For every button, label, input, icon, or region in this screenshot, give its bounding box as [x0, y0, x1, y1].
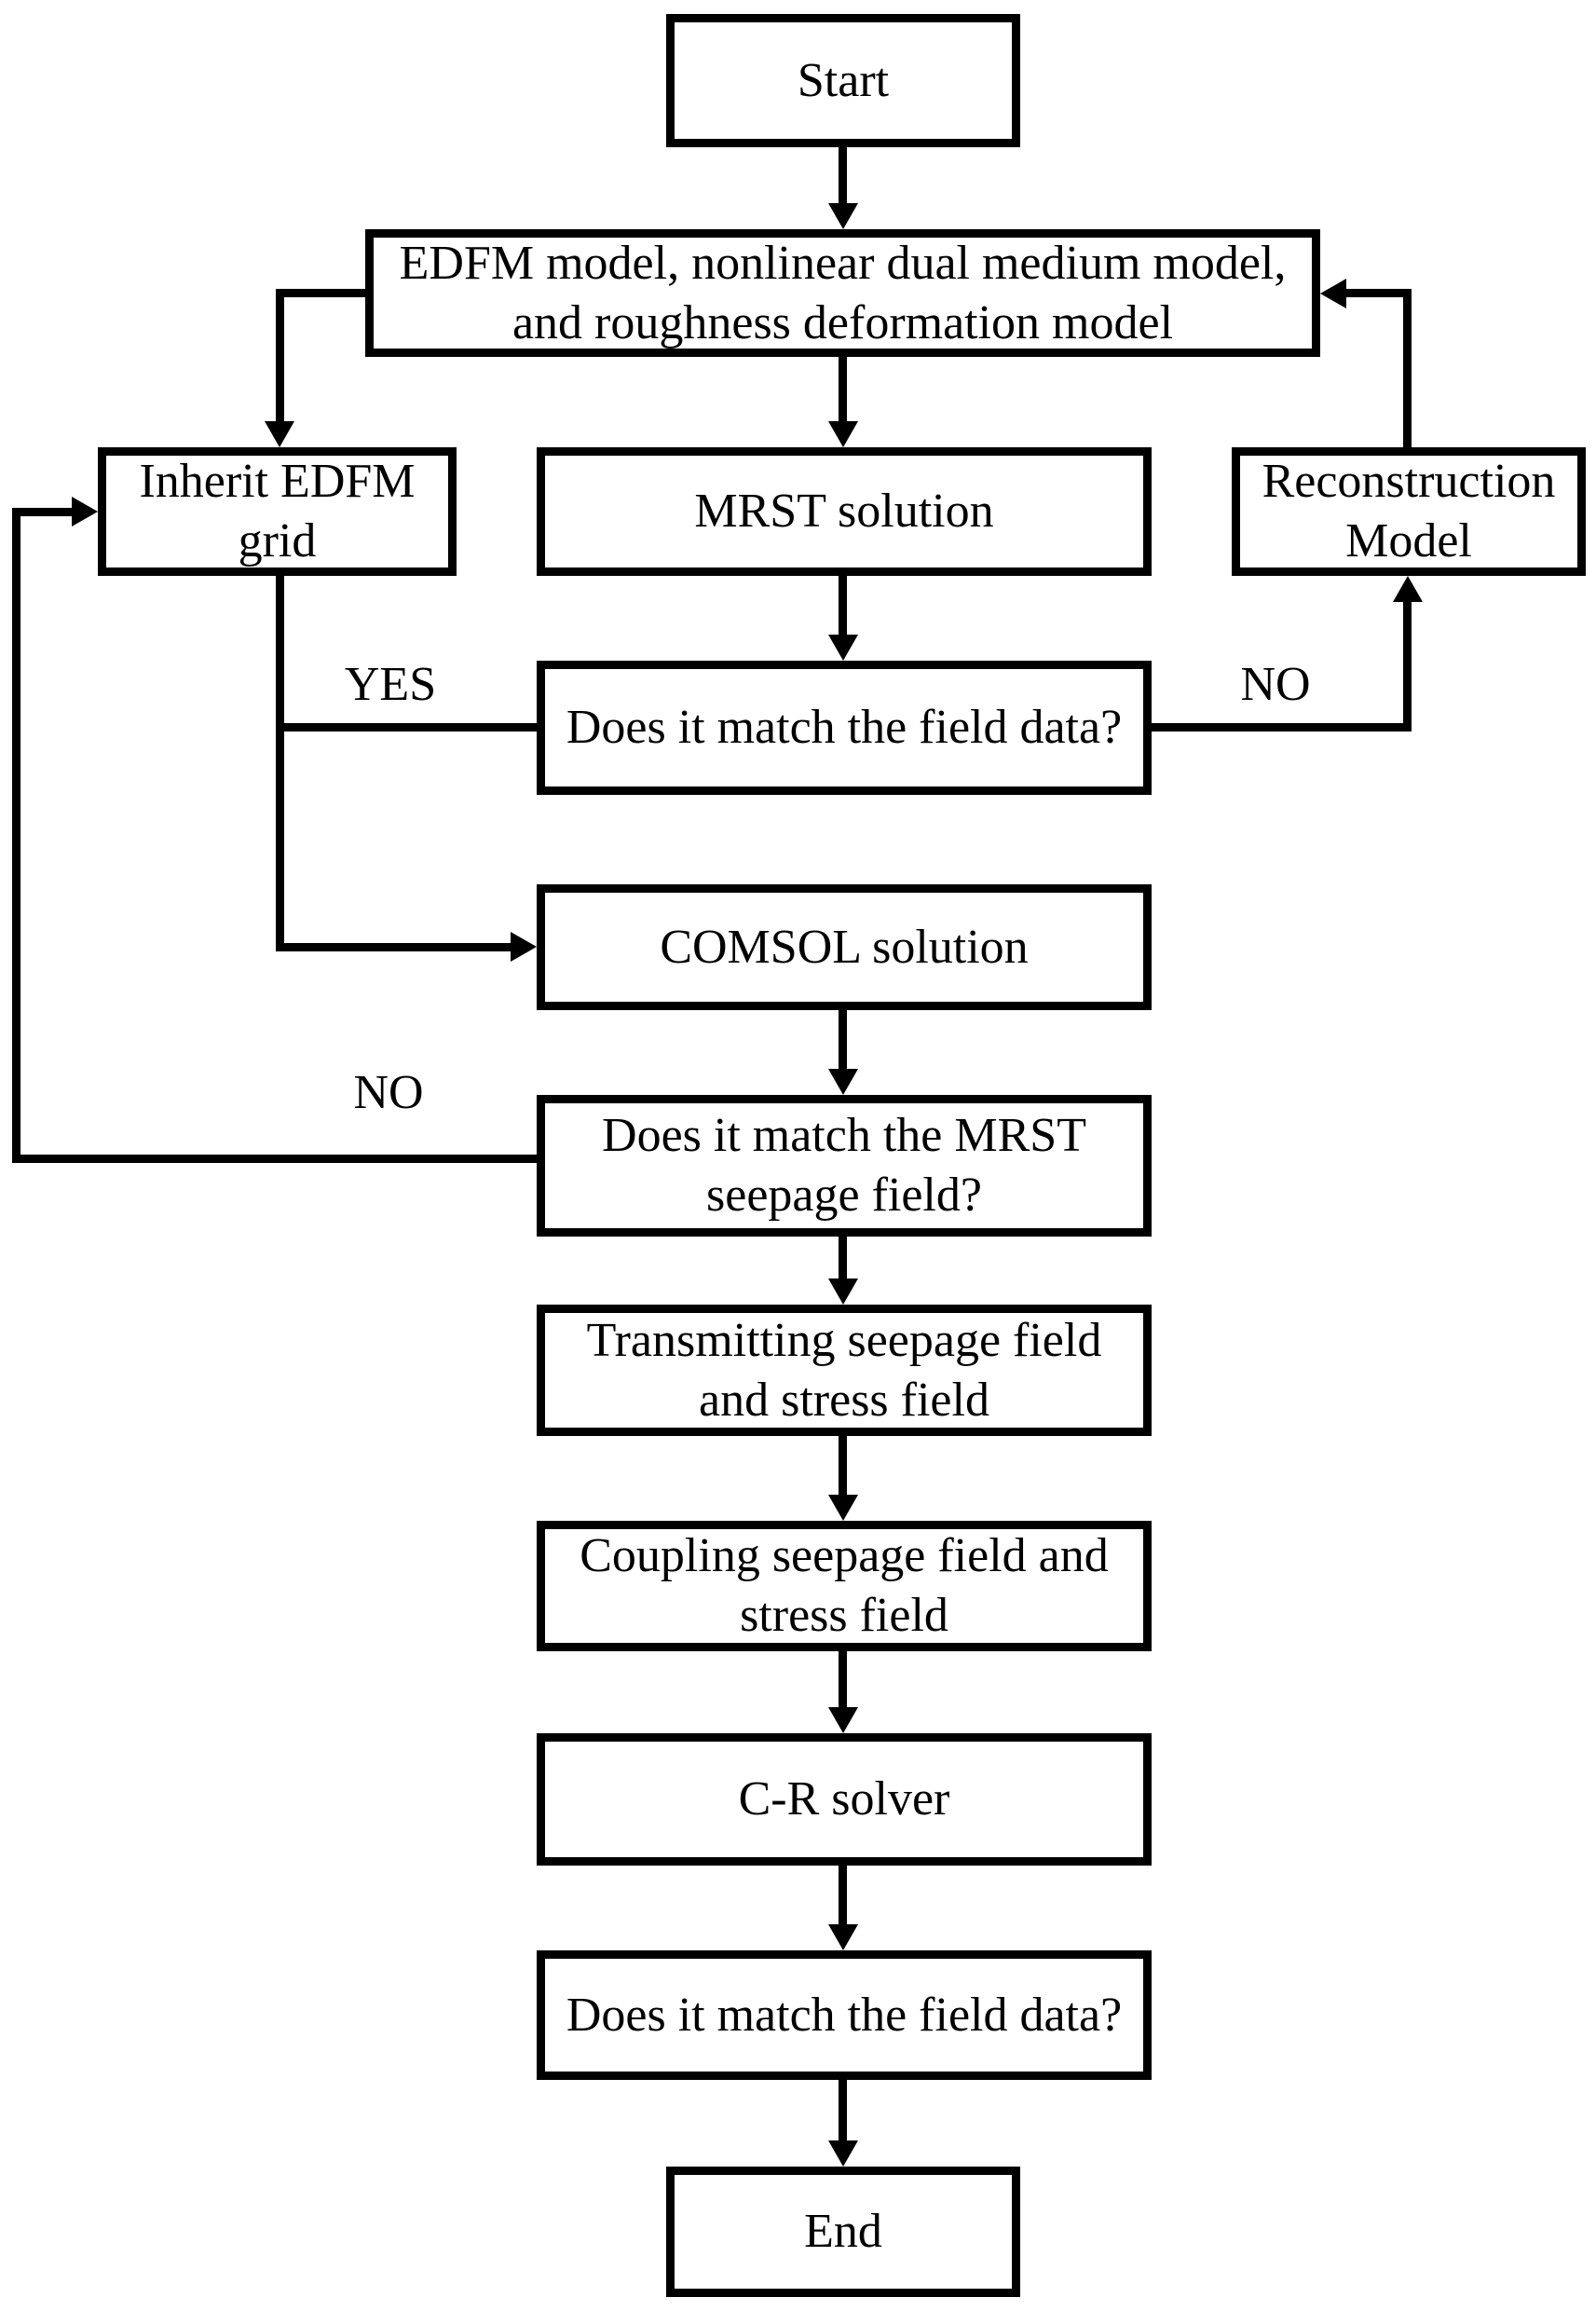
edge-coupling-crsolver-line	[839, 1651, 847, 1708]
edge-transmitting-coupling-arrowhead	[828, 1495, 858, 1521]
node-transmitting-fields: Transmitting seepage field and stress fi…	[537, 1305, 1152, 1436]
edge-start-models-line	[839, 144, 847, 206]
edge-comsol-matchmrst-arrowhead	[828, 1069, 858, 1095]
edge-matchmrst-no-vline	[12, 508, 20, 1163]
edge-crsolver-match2-arrowhead	[828, 1924, 858, 1950]
edge-comsol-matchmrst-line	[839, 1010, 847, 1070]
node-mrst-solution: MRST solution	[537, 447, 1152, 576]
edge-reconstruction-models-hline	[1346, 289, 1412, 297]
node-inherit-edfm-grid: Inherit EDFM grid	[98, 447, 457, 576]
edge-transmitting-coupling-line	[839, 1436, 847, 1496]
node-coupling-fields: Coupling seepage field and stress field	[537, 1521, 1152, 1651]
edge-inherit-comsol-hline	[276, 943, 511, 951]
edge-inherit-comsol-vline	[276, 576, 284, 951]
edge-matchmrst-transmitting-arrowhead	[828, 1279, 858, 1305]
node-cr-solver: C-R solver	[537, 1733, 1152, 1866]
edge-no-reconstruction-vline	[1403, 602, 1412, 732]
edge-matchmrst-transmitting-line	[839, 1237, 847, 1279]
edge-matchmrst-no-hline	[12, 1155, 537, 1163]
edge-models-mrst-arrowhead	[828, 421, 858, 447]
edge-no-inherit-arrowhead	[72, 497, 98, 526]
node-match-mrst-seepage: Does it match the MRST seepage field?	[537, 1095, 1152, 1237]
edge-models-inherit-hline	[276, 289, 365, 297]
edge-no-inherit-hline	[12, 508, 72, 516]
edge-match2-end-arrowhead	[828, 2140, 858, 2167]
edge-mrst-match1-line	[839, 576, 847, 636]
node-comsol-solution: COMSOL solution	[537, 884, 1152, 1010]
edge-models-inherit-arrowhead	[265, 421, 294, 447]
edge-match1-no-hline	[1152, 723, 1412, 732]
node-models: EDFM model, nonlinear dual medium model,…	[365, 229, 1320, 357]
node-match-field-data-2: Does it match the field data?	[537, 1950, 1152, 2080]
edge-label-no-1: NO	[1240, 658, 1311, 711]
edge-mrst-match1-arrowhead	[828, 635, 858, 661]
node-reconstruction-model: Reconstruction Model	[1232, 447, 1586, 576]
node-start: Start	[666, 14, 1020, 147]
edge-crsolver-match2-line	[839, 1866, 847, 1925]
edge-models-inherit-vline	[276, 289, 284, 423]
edge-match2-end-line	[839, 2080, 847, 2141]
edge-label-no-2: NO	[353, 1066, 424, 1119]
edge-match1-yes-hline	[276, 723, 537, 732]
edge-no-reconstruction-arrowhead	[1393, 576, 1423, 602]
node-match-field-data-1: Does it match the field data?	[537, 661, 1152, 795]
edge-inherit-comsol-arrowhead	[511, 932, 537, 962]
edge-reconstruction-models-vline	[1403, 289, 1412, 447]
node-end: End	[666, 2167, 1020, 2297]
edge-reconstruction-models-arrowhead	[1320, 279, 1346, 308]
edge-label-yes-1: YES	[344, 658, 437, 711]
edge-start-models-arrowhead	[828, 203, 858, 229]
edge-models-mrst-line	[839, 357, 847, 422]
edge-coupling-crsolver-arrowhead	[828, 1707, 858, 1733]
